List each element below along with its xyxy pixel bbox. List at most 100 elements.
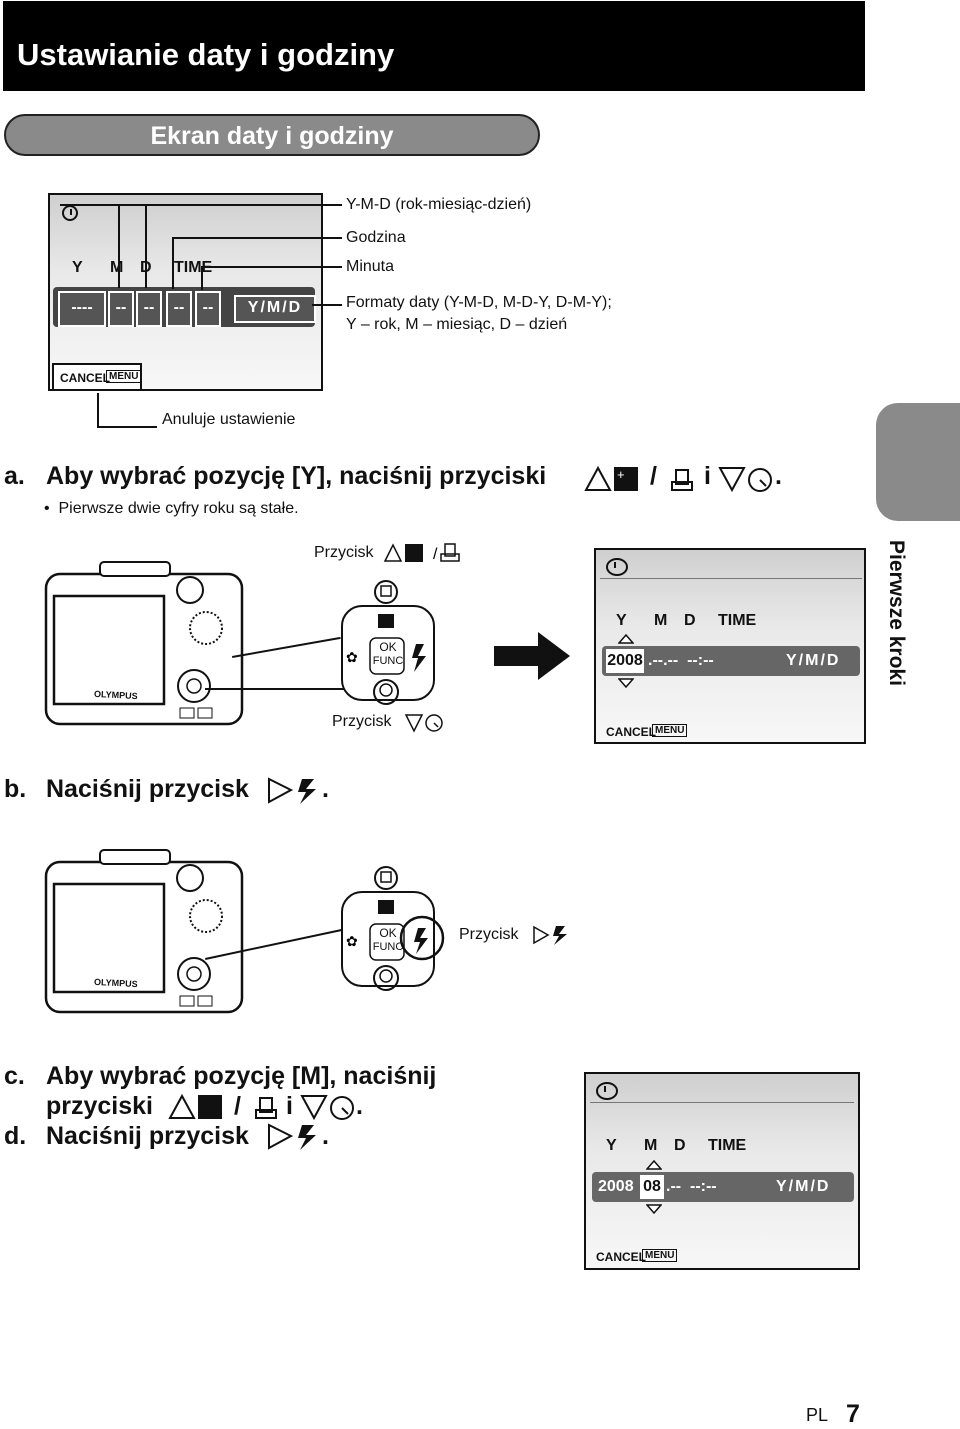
screen-a-format: Y/M/D [786,652,841,669]
screen-c-rest: .-- --:-- [666,1178,717,1195]
step-d-letter: d. [4,1122,27,1150]
svg-text:✿: ✿ [346,934,358,950]
func-label-a: FUNC [372,655,404,667]
format-field: Y/M/D [234,295,316,323]
right-flash-icon [268,777,316,804]
callout-minute: Minuta [346,258,395,275]
lcd-screen-a: Y M D TIME 2008 .--.-- --:-- Y/M/D CANCE… [594,548,866,744]
camera-back-b [44,849,244,1014]
screen-c-m: M [644,1137,658,1154]
screen-c-value-row [592,1172,854,1202]
btn-label-top: Przycisk [314,544,374,561]
callout-cancel: Anuluje ustawienie [162,411,296,428]
step-d-end: . [322,1122,329,1150]
screen-c-year: 2008 [598,1178,634,1195]
step-a-and: i [704,462,711,490]
screen-c-time: TIME [708,1137,747,1154]
screen-c-menu: MENU [642,1249,678,1262]
screen-a-m: M [654,612,668,629]
lcd-screen-c: Y M D TIME 2008 08 .-- --:-- Y/M/D CANCE… [584,1072,860,1270]
up-exposure-icon: + [584,465,638,491]
screen-a-year: 2008 [606,649,644,673]
print-icon [671,469,693,491]
dpad-a: ✿ [341,580,435,705]
down-arrow-icon [618,678,634,688]
svg-text:✿: ✿ [346,650,358,666]
screen-a-d: D [684,612,696,629]
step-b-text: Naciśnij przycisk [46,775,249,803]
ok-label-b: OK [379,926,397,940]
menu-label: MENU [106,370,142,383]
year-field: ---- [58,291,106,327]
up-arrow-icon [618,634,634,644]
side-tab-label: Pierwsze kroki [885,540,908,686]
btn-label-bottom: Przycisk [332,713,392,730]
svg-text:+: + [617,467,625,482]
callout-formats-2: Y – rok, M – miesiąc, D – dzień [346,316,568,333]
step-a-bullet: • Pierwsze dwie cyfry roku są stałe. [44,500,299,517]
screen-c-format: Y/M/D [776,1178,831,1195]
page-header: Ustawianie daty i godziny [3,1,865,91]
lcd-label-m: M [110,259,124,276]
step-c-and: i [286,1092,293,1120]
footer-lang: PL [806,1405,829,1425]
step-c-text-2: przyciski [46,1092,154,1120]
callout-formats-1: Formaty daty (Y-M-D, M-D-Y, D-M-Y); [346,294,612,311]
side-tab [876,403,960,521]
ok-label-a: OK [379,640,397,654]
screen-c-cancel: CANCEL [596,1250,646,1264]
screen-a-value-row [602,646,860,676]
up-exposure-icon-c [168,1093,222,1119]
callout-ymd: Y-M-D (rok-miesiąc-dzień) [346,196,532,213]
right-flash-icon-d [268,1123,316,1150]
minute-field: -- [195,291,221,327]
step-c-text-1: Aby wybrać pozycję [M], naciśnij [46,1062,437,1090]
btn-label-b: Przycisk [459,926,519,943]
down-selftimer-small-icon [404,714,443,733]
step-d-text: Naciśnij przycisk [46,1122,249,1150]
month-field: -- [108,291,134,327]
arrow-right-icon [494,632,570,680]
cancel-menu-box [52,363,142,391]
dpad-b: ✿ [341,866,445,991]
section-pill: Ekran daty i godziny [4,114,540,156]
print-icon-c [255,1097,277,1119]
step-a-end: . [775,462,782,490]
step-a-slash: / [650,462,657,490]
lcd-diagram: Y M D TIME ---- -- -- -- -- Y/M/D CANCEL… [48,193,323,391]
step-c-slash: / [234,1092,241,1120]
screen-c-y: Y [606,1137,617,1154]
hour-field: -- [166,291,192,327]
clock-icon-c [596,1082,618,1100]
clock-icon-a [606,558,628,576]
step-a-text: Aby wybrać pozycję [Y], naciśnij przycis… [46,462,547,490]
step-a-letter: a. [4,462,25,490]
step-b-end: . [322,775,329,803]
section-title: Ekran daty i godziny [150,122,394,150]
up-arrow-icon-c [646,1160,662,1170]
svg-text:/: / [433,546,438,563]
screen-a-y: Y [616,612,627,629]
lcd-label-y: Y [72,259,83,276]
screen-a-time: TIME [718,612,757,629]
page-number: 7 [846,1400,860,1428]
screen-c-month: 08 [640,1175,664,1199]
step-c-end: . [356,1092,363,1120]
screen-a-cancel: CANCEL [606,725,656,739]
callout-hour: Godzina [346,229,406,246]
camera-back-a [44,561,244,726]
screen-c-d: D [674,1137,686,1154]
down-arrow-icon-c [646,1204,662,1214]
up-exposure-print-icons: / [383,543,460,563]
day-field: -- [136,291,162,327]
screen-a-rest: .--.-- --:-- [648,652,714,669]
down-selftimer-icon-c [300,1095,354,1121]
cancel-label: CANCEL [60,371,110,385]
down-selftimer-icon [718,467,772,493]
step-c-letter: c. [4,1062,25,1090]
lcd-label-time: TIME [174,259,213,276]
page-title: Ustawianie daty i godziny [17,37,395,72]
screen-a-menu: MENU [652,724,688,737]
clock-icon [62,205,78,221]
right-flash-small-icon [533,925,567,945]
